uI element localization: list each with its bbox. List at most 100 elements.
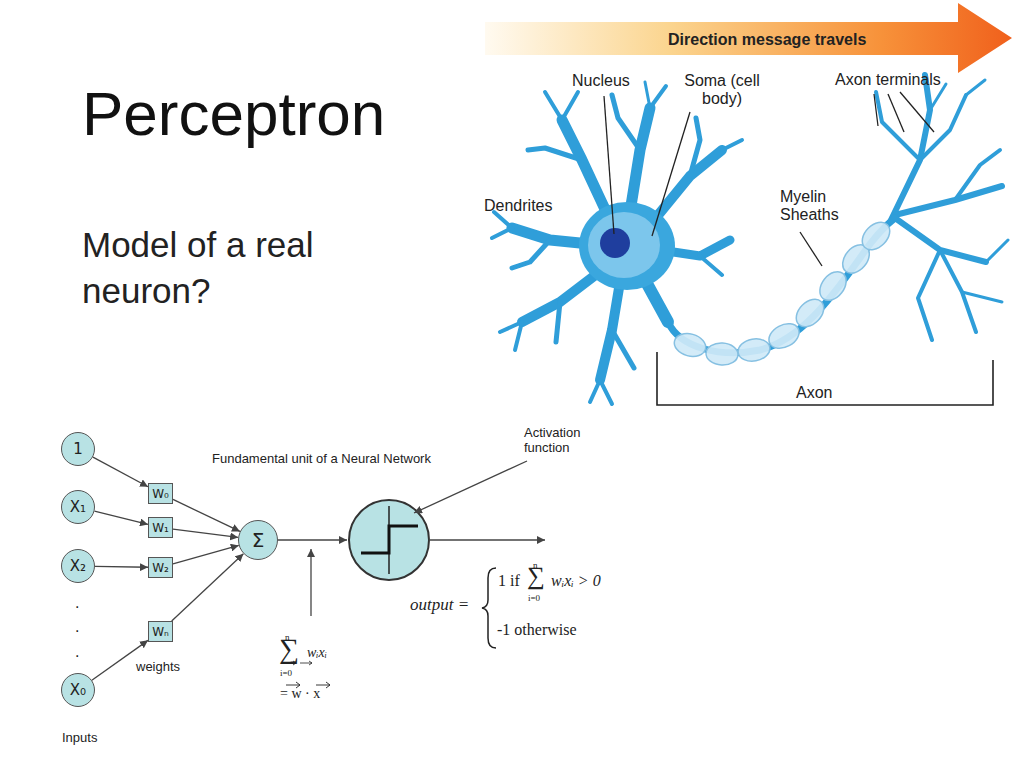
formula-term: -1 otherwise (497, 621, 577, 639)
part-name: Dendrites (484, 197, 552, 215)
weight-box: W₀ (148, 483, 173, 504)
dendrite-branch (966, 80, 985, 95)
nucleus (600, 228, 630, 258)
axon-bracket (657, 352, 993, 405)
flow-arrow (95, 566, 148, 568)
callout-arrow (310, 549, 311, 616)
dendrite-branch (986, 240, 1008, 262)
sum-limit: i=0 (280, 668, 292, 678)
output-arrow (429, 539, 545, 540)
input-circle: X₀ (61, 673, 95, 707)
dendrite-branch (876, 92, 920, 160)
dendrite-branch (700, 256, 722, 275)
dendrite-branch (918, 250, 940, 340)
node-text: Wₙ (152, 626, 169, 638)
input-circle: X₁ (61, 490, 95, 524)
dendrite-branch (556, 302, 560, 342)
formula-term: wᵢxᵢ > 0 (551, 572, 601, 590)
formula-term: wᵢxᵢ (307, 645, 327, 661)
dendrite-branch (494, 212, 512, 228)
dendrite-branch (492, 228, 512, 238)
leader-line (888, 94, 904, 132)
myelin-sheath (672, 330, 709, 360)
myelin-sheath (736, 336, 771, 363)
flow-arrow (173, 499, 240, 531)
sum-symbol: ∑ (279, 633, 299, 665)
dendrite-branch (645, 82, 650, 108)
axon-line (668, 218, 895, 353)
node-text: W₀ (152, 488, 169, 500)
formula-term: output = (410, 595, 469, 615)
dendrite-branch (528, 148, 582, 160)
dendrite-branch (515, 322, 522, 350)
arrow-caption: Direction message travels (668, 31, 866, 49)
ellipsis-dot: . (75, 594, 79, 612)
step-symbol (361, 526, 418, 553)
part-name: Axon terminals (835, 71, 941, 89)
weight-box: W₁ (148, 517, 173, 538)
dendrite-branch (920, 95, 966, 160)
dendrite-branch (600, 380, 612, 404)
direction-arrow (485, 3, 1012, 73)
perceptron-drawing (278, 461, 545, 688)
soma-inner (588, 212, 660, 278)
node-text: W₂ (152, 562, 169, 574)
leader-line (800, 232, 822, 266)
dendrite-branch (612, 330, 634, 368)
ellipsis-dot: . (75, 643, 79, 661)
weight-box: W₂ (148, 557, 173, 578)
dendrite-branch (590, 380, 600, 402)
flow-arrow (173, 529, 238, 537)
dendrite-branch (612, 95, 640, 150)
callout-arrow (414, 461, 527, 513)
myelin-sheath (857, 217, 895, 255)
dendrite-branch (690, 118, 700, 176)
input-circle: X₂ (61, 549, 95, 583)
dendrite-branch (895, 218, 986, 262)
dendrite-branch (512, 240, 550, 268)
part-name: Soma (cell body) (676, 72, 768, 109)
dendrite-branch (645, 280, 668, 322)
dendrite-branch (650, 86, 666, 108)
flow-arrow (94, 511, 148, 524)
brace (482, 568, 496, 648)
leader-lines (604, 92, 993, 405)
sum-limit: i=0 (528, 593, 540, 603)
flow-arrow (93, 457, 148, 487)
dendrite-branch (895, 186, 1002, 215)
part-name: Nucleus (572, 72, 630, 90)
dendrite-branch (545, 92, 562, 120)
dendrite-branch (562, 92, 578, 120)
flow-arrow (278, 539, 347, 540)
node-text: X₁ (70, 500, 86, 515)
diagram-caption: Fundamental unit of a Neural Network (212, 452, 431, 467)
leader-line (900, 92, 934, 132)
node-text: X₂ (70, 559, 86, 574)
formula-term: 1 if (498, 572, 520, 590)
node-text: W₁ (152, 522, 169, 534)
callout-text: Activation function (524, 426, 596, 456)
sum-symbol: ∑ (527, 562, 545, 591)
group-label: weights (136, 660, 180, 675)
dendrite-branch (955, 150, 1000, 200)
dendrite-branch (722, 140, 742, 150)
leader-line (874, 94, 878, 126)
myelin-sheath (705, 342, 738, 366)
flow-arrow (172, 554, 244, 621)
dendrite-branch (962, 292, 1002, 302)
flow-arrow (173, 545, 239, 564)
node-text: X₀ (70, 683, 86, 698)
dendrite-branch (650, 150, 722, 225)
part-name: Myelin Sheaths (780, 188, 842, 225)
slide-title: Perceptron (82, 78, 385, 149)
neuron-drawing (492, 75, 1008, 404)
dendrite-branch (630, 108, 650, 212)
ellipsis-dot: . (75, 618, 79, 636)
dendrite-branch (522, 270, 602, 322)
node-text: Σ (252, 530, 265, 550)
dendrite-branch (940, 250, 976, 332)
myelin-sheath (814, 267, 851, 306)
node-text: 1 (73, 442, 83, 457)
sum-circle: Σ (238, 520, 278, 560)
leader-line (652, 112, 690, 236)
